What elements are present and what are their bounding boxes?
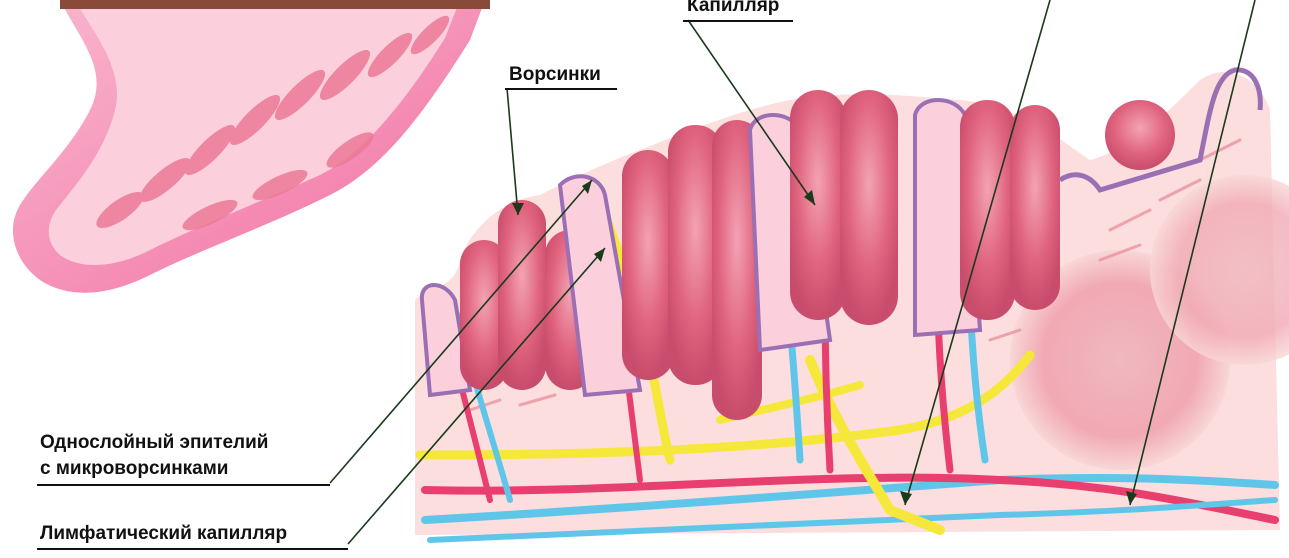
- lymphatic-underline: [37, 548, 348, 550]
- villi-underline: [505, 88, 617, 90]
- epithelium-underline: [37, 484, 330, 486]
- capillary-underline: [683, 20, 793, 22]
- label-villi: Ворсинки: [509, 62, 601, 87]
- intestine-wall-section: [13, 0, 490, 293]
- label-epithelium-line1: Однослойный эпителий: [40, 430, 268, 455]
- label-lymphatic-capillary: Лимфатический капилляр: [40, 521, 287, 546]
- label-capillary: Капилляр: [687, 0, 779, 18]
- label-epithelium-line2: с микроворсинками: [40, 456, 228, 481]
